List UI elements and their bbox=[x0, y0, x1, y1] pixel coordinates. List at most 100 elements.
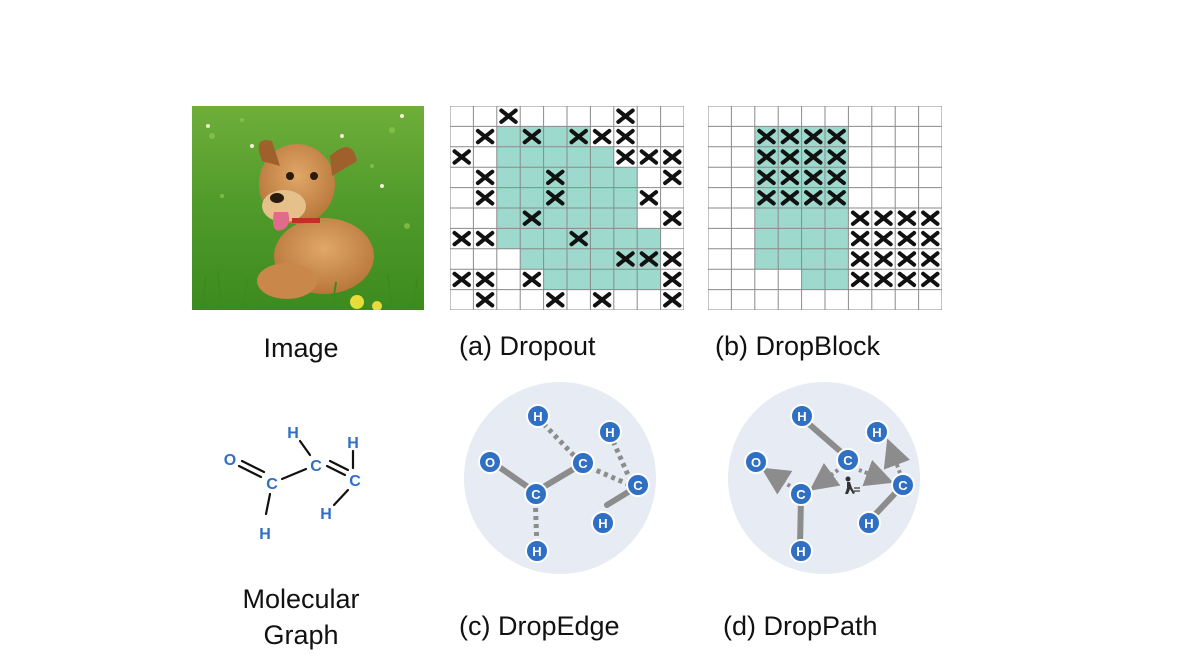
teal-cell bbox=[567, 187, 591, 208]
drop-mark bbox=[475, 230, 495, 247]
teal-cell bbox=[496, 228, 521, 249]
node-C1: C bbox=[524, 482, 548, 506]
teal-cell bbox=[496, 187, 521, 208]
node-C3: C bbox=[891, 473, 915, 497]
svg-text:C: C bbox=[531, 487, 541, 502]
drop-mark bbox=[897, 251, 917, 267]
drop-mark bbox=[780, 128, 800, 145]
drop-mark bbox=[804, 190, 823, 206]
node-O: O bbox=[478, 450, 502, 474]
teal-cell bbox=[613, 167, 638, 188]
drop-mark bbox=[522, 128, 542, 145]
svg-text:C: C bbox=[633, 478, 643, 493]
drop-mark bbox=[569, 128, 588, 145]
node-C3: C bbox=[626, 473, 650, 497]
node-H3: H bbox=[865, 420, 889, 444]
drop-mark bbox=[780, 169, 800, 186]
teal-cell bbox=[543, 146, 567, 168]
drop-mark bbox=[804, 149, 823, 165]
dropped-edge-c2-h bbox=[536, 416, 584, 466]
node-H1: H bbox=[790, 404, 814, 428]
svg-text:O: O bbox=[751, 455, 761, 470]
drop-mark bbox=[780, 190, 800, 206]
drop-mark bbox=[897, 271, 917, 288]
teal-cell bbox=[496, 126, 521, 147]
bond-o-c1 bbox=[237, 464, 263, 479]
drop-mark bbox=[827, 128, 846, 145]
svg-text:H: H bbox=[796, 544, 805, 559]
drop-mark bbox=[452, 271, 471, 288]
teal-cell bbox=[520, 228, 544, 249]
bond-c2-c3-double bbox=[328, 459, 350, 472]
drop-mark bbox=[592, 128, 612, 145]
path-c3-h bbox=[883, 438, 911, 474]
atom-H4: H bbox=[320, 506, 332, 523]
teal-cell bbox=[590, 248, 614, 270]
drop-mark bbox=[639, 149, 659, 165]
drop-mark bbox=[663, 292, 682, 308]
drop-mark bbox=[804, 169, 823, 186]
dog-photo bbox=[192, 106, 424, 310]
svg-text:H: H bbox=[872, 425, 881, 440]
teal-cell bbox=[590, 269, 614, 290]
teal-cell bbox=[543, 269, 567, 290]
svg-text:H: H bbox=[532, 544, 541, 559]
svg-text:H: H bbox=[533, 409, 542, 424]
dropedge-graph: O C H H C H C H bbox=[464, 382, 656, 574]
teal-cell bbox=[590, 167, 614, 188]
bond-c2-c3 bbox=[325, 464, 347, 477]
drop-mark bbox=[569, 230, 588, 247]
drop-mark bbox=[663, 251, 682, 267]
bond-o-c1-double bbox=[240, 459, 266, 474]
svg-text:H: H bbox=[605, 425, 614, 440]
atom-H2: H bbox=[287, 425, 299, 442]
drop-mark bbox=[475, 292, 495, 308]
teal-cell bbox=[590, 146, 614, 168]
drop-mark bbox=[546, 190, 565, 206]
teal-cell bbox=[496, 167, 521, 188]
bond-c1-h1 bbox=[264, 492, 272, 516]
drop-mark bbox=[499, 108, 518, 124]
teal-cell bbox=[496, 208, 521, 229]
drop-mark bbox=[874, 271, 893, 288]
label-droppath: (d) DropPath bbox=[723, 611, 878, 641]
node-H1: H bbox=[526, 404, 550, 428]
atom-O: O bbox=[224, 452, 236, 469]
atom-C2: C bbox=[310, 458, 322, 475]
drop-mark bbox=[616, 128, 635, 145]
teal-cell bbox=[590, 187, 614, 208]
drop-mark bbox=[616, 251, 635, 267]
teal-cell bbox=[567, 146, 591, 168]
drop-mark bbox=[921, 251, 940, 267]
svg-text:H: H bbox=[864, 516, 873, 531]
teal-cell bbox=[543, 126, 567, 147]
svg-text:C: C bbox=[578, 456, 588, 471]
teal-cell bbox=[590, 228, 614, 249]
svg-text:C: C bbox=[898, 478, 908, 493]
droppath-graph: O C H H C H C H bbox=[728, 382, 920, 574]
atom-C3: C bbox=[349, 473, 361, 490]
path-c1-o bbox=[761, 467, 793, 495]
drop-mark bbox=[639, 190, 659, 206]
node-H4: H bbox=[857, 511, 881, 535]
drop-mark bbox=[616, 149, 635, 165]
svg-text:H: H bbox=[598, 516, 607, 531]
dropout-grid bbox=[450, 106, 684, 310]
node-C2: C bbox=[836, 448, 860, 472]
svg-text:H: H bbox=[797, 409, 806, 424]
node-C1: C bbox=[789, 482, 813, 506]
drop-mark bbox=[921, 230, 940, 247]
drop-mark bbox=[663, 210, 682, 226]
drop-mark bbox=[850, 271, 870, 288]
drop-mark bbox=[850, 251, 870, 267]
drop-mark bbox=[757, 169, 776, 186]
walker-icon bbox=[845, 476, 860, 494]
label-image: Image bbox=[263, 333, 339, 363]
node-H2: H bbox=[525, 539, 549, 563]
drop-mark bbox=[475, 271, 495, 288]
molecule-graph: O C H H C H C H bbox=[224, 425, 361, 543]
node-O: O bbox=[744, 450, 768, 474]
atom-H1: H bbox=[259, 526, 271, 543]
teal-cell bbox=[613, 228, 638, 249]
